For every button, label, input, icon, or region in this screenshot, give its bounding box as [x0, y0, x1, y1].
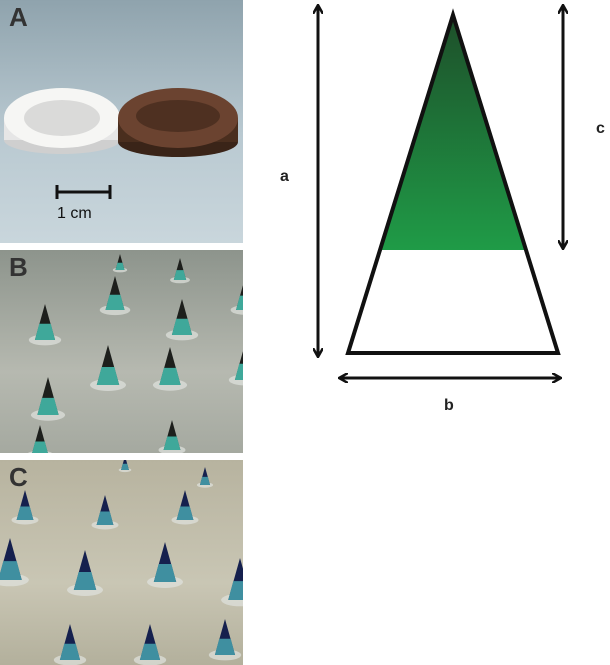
microneedle [90, 345, 126, 391]
microneedle [27, 425, 53, 453]
microneedle [67, 550, 103, 596]
microneedle [158, 420, 186, 453]
microneedle [28, 304, 62, 346]
green-tip-region [380, 15, 526, 250]
photo-panel-b: B [0, 250, 243, 453]
microneedle [133, 624, 167, 665]
microneedle [112, 254, 128, 273]
microneedle-photo-b [27, 254, 243, 453]
microneedle [221, 558, 243, 607]
label-b: b [444, 397, 454, 414]
photo-panel-c: C [0, 460, 243, 665]
microneedle [230, 285, 243, 315]
microneedle [11, 490, 39, 525]
panel-label-c: C [9, 462, 28, 492]
microneedle [165, 299, 199, 341]
microneedle-photo-c [0, 460, 243, 665]
scale-bar-label: 1 cm [57, 205, 92, 222]
microneedle [53, 624, 87, 665]
microneedle [30, 377, 66, 421]
microneedle [99, 276, 131, 316]
microneedle [118, 460, 132, 473]
panel-label-b: B [9, 252, 28, 282]
scale-bar [55, 185, 112, 199]
microneedle [171, 490, 199, 525]
microneedle [228, 351, 243, 386]
microneedle [91, 495, 119, 530]
microneedle [147, 542, 183, 588]
microneedle [196, 467, 214, 488]
microneedle [0, 538, 29, 587]
label-a: a [280, 168, 289, 185]
microneedle [170, 258, 190, 284]
panel-label-a: A [9, 2, 28, 32]
label-c: c [596, 120, 605, 137]
device-photo [4, 88, 238, 199]
photo-panel-a: A 1 cm [0, 0, 243, 243]
cone-outline [345, 8, 561, 355]
microneedle [208, 619, 242, 661]
microneedle [152, 347, 188, 391]
